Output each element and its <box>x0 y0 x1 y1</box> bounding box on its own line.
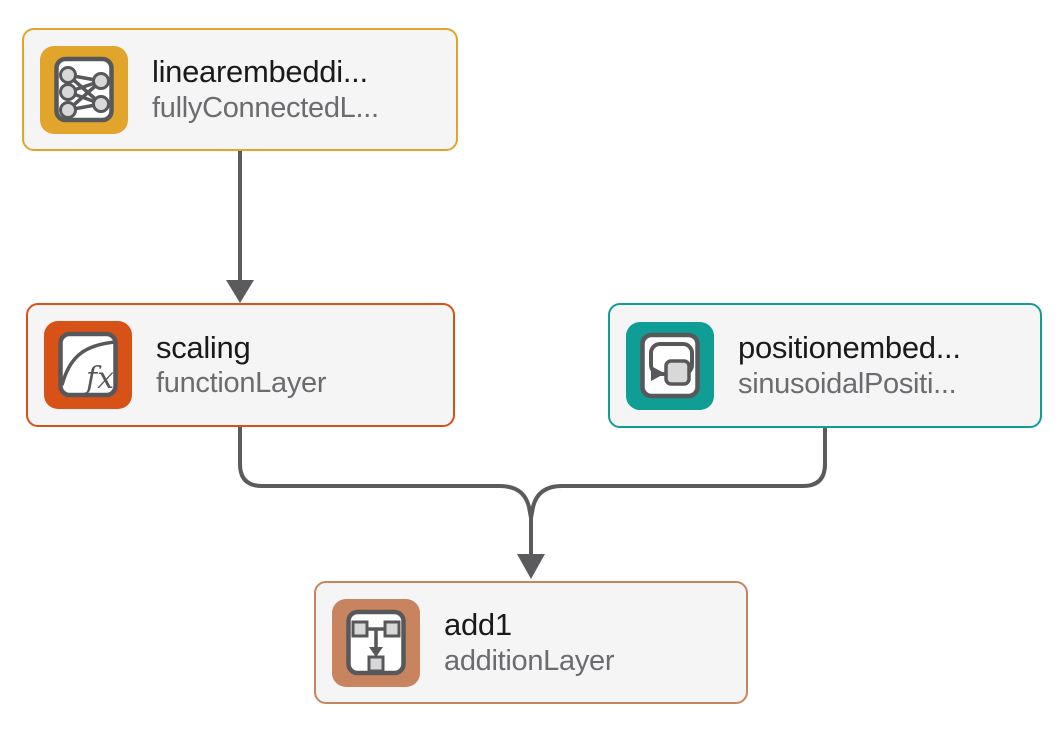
layer-title: scaling <box>156 329 251 365</box>
layer-type: additionLayer <box>444 644 615 677</box>
layer-type: functionLayer <box>156 367 327 400</box>
layer-node-positionembedding[interactable]: positionembed... sinusoidalPositi... <box>608 303 1042 428</box>
fully-connected-layer-icon <box>40 45 128 134</box>
edge-scaling-to-add1[interactable] <box>238 427 533 519</box>
layer-node-linearembedding[interactable]: linearembeddi... fullyConnectedL... <box>22 28 458 151</box>
layer-node-scaling[interactable]: fx scaling functionLayer <box>26 303 455 427</box>
arrowhead-icon <box>517 554 545 579</box>
layer-labels: add1 additionLayer <box>444 607 615 678</box>
layer-title: positionembed... <box>738 330 961 366</box>
position-embedding-layer-icon <box>626 321 714 410</box>
function-layer-icon: fx <box>44 321 132 409</box>
edge-merged-stem[interactable] <box>517 512 545 579</box>
layer-title: linearembeddi... <box>152 54 368 90</box>
layer-labels: scaling functionLayer <box>156 329 327 401</box>
layer-labels: linearembeddi... fullyConnectedL... <box>152 54 379 125</box>
layer-type: sinusoidalPositi... <box>738 367 957 400</box>
layer-type: fullyConnectedL... <box>152 91 379 124</box>
edge-positionembedding-to-add1[interactable] <box>529 428 827 519</box>
arrowhead-icon <box>226 280 254 303</box>
layer-node-add1[interactable]: add1 additionLayer <box>314 581 748 704</box>
layer-title: add1 <box>444 607 512 643</box>
edge-linearembedding-to-scaling[interactable] <box>226 151 254 303</box>
addition-layer-icon <box>332 598 420 687</box>
svg-text:fx: fx <box>84 361 114 396</box>
layer-labels: positionembed... sinusoidalPositi... <box>738 330 961 401</box>
